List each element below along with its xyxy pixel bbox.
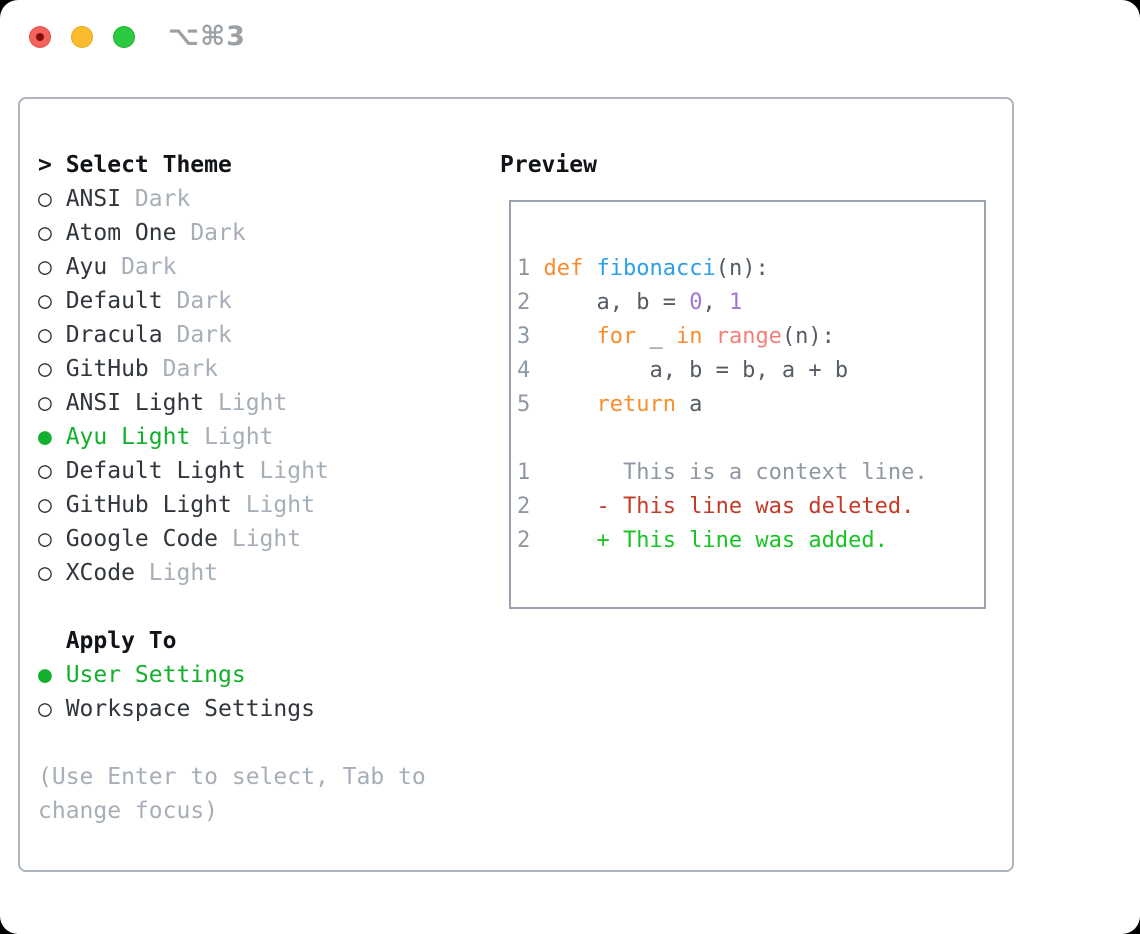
line-number: 2 bbox=[517, 290, 531, 315]
blank-line bbox=[517, 422, 984, 456]
focus-caret-icon: > bbox=[38, 152, 52, 178]
apply-option-workspace-settings[interactable]: ○Workspace Settings bbox=[38, 692, 426, 726]
diff-context-line: 1 This is a context line. bbox=[517, 456, 984, 490]
radio-unselected-icon: ○ bbox=[38, 220, 52, 246]
radio-unselected-icon: ○ bbox=[38, 254, 52, 280]
apply-to-label: Apply To bbox=[65, 628, 177, 654]
line-number: 2 bbox=[517, 494, 531, 519]
line-number: 4 bbox=[517, 358, 531, 383]
radio-unselected-icon: ○ bbox=[38, 492, 52, 518]
spacer bbox=[38, 590, 426, 624]
close-button[interactable] bbox=[29, 26, 51, 48]
radio-unselected-icon: ○ bbox=[38, 458, 52, 484]
radio-unselected-icon: ○ bbox=[38, 526, 52, 552]
radio-selected-icon: ● bbox=[38, 662, 52, 688]
code-line: 4 a, b = b, a + b bbox=[517, 354, 984, 388]
minimize-button[interactable] bbox=[71, 26, 93, 48]
radio-unselected-icon: ○ bbox=[38, 322, 52, 348]
select-theme-label: Select Theme bbox=[65, 152, 232, 178]
radio-unselected-icon: ○ bbox=[38, 186, 52, 212]
diff-added-line: 2 + This line was added. bbox=[517, 524, 984, 558]
apply-option-user-settings[interactable]: ●User Settings bbox=[38, 658, 426, 692]
code-line: 3 for _ in range(n): bbox=[517, 320, 984, 354]
close-button-dot bbox=[36, 33, 44, 41]
preview-label: Preview bbox=[500, 152, 597, 178]
code-line: 2 a, b = 0, 1 bbox=[517, 286, 984, 320]
select-theme-header: > Select Theme bbox=[38, 148, 426, 182]
line-number: 2 bbox=[517, 528, 531, 553]
radio-unselected-icon: ○ bbox=[38, 288, 52, 314]
radio-selected-icon: ● bbox=[38, 424, 52, 450]
spacer bbox=[38, 726, 426, 760]
line-number: 1 bbox=[517, 256, 531, 281]
code-line: 5 return a bbox=[517, 388, 984, 422]
apply-to-header: Apply To bbox=[38, 624, 426, 658]
zoom-button[interactable] bbox=[113, 26, 135, 48]
line-number: 1 bbox=[517, 460, 531, 485]
hint-text-line2: change focus) bbox=[38, 798, 219, 824]
radio-unselected-icon: ○ bbox=[38, 390, 52, 416]
window-title: ⌥⌘3 bbox=[168, 21, 246, 52]
radio-unselected-icon: ○ bbox=[38, 696, 52, 722]
radio-unselected-icon: ○ bbox=[38, 356, 52, 382]
hint-text-line1: (Use Enter to select, Tab to bbox=[38, 764, 426, 790]
line-number: 3 bbox=[517, 324, 531, 349]
line-number: 5 bbox=[517, 392, 531, 417]
window-controls bbox=[29, 26, 135, 48]
radio-unselected-icon: ○ bbox=[38, 560, 52, 586]
diff-deleted-line: 2 - This line was deleted. bbox=[517, 490, 984, 524]
